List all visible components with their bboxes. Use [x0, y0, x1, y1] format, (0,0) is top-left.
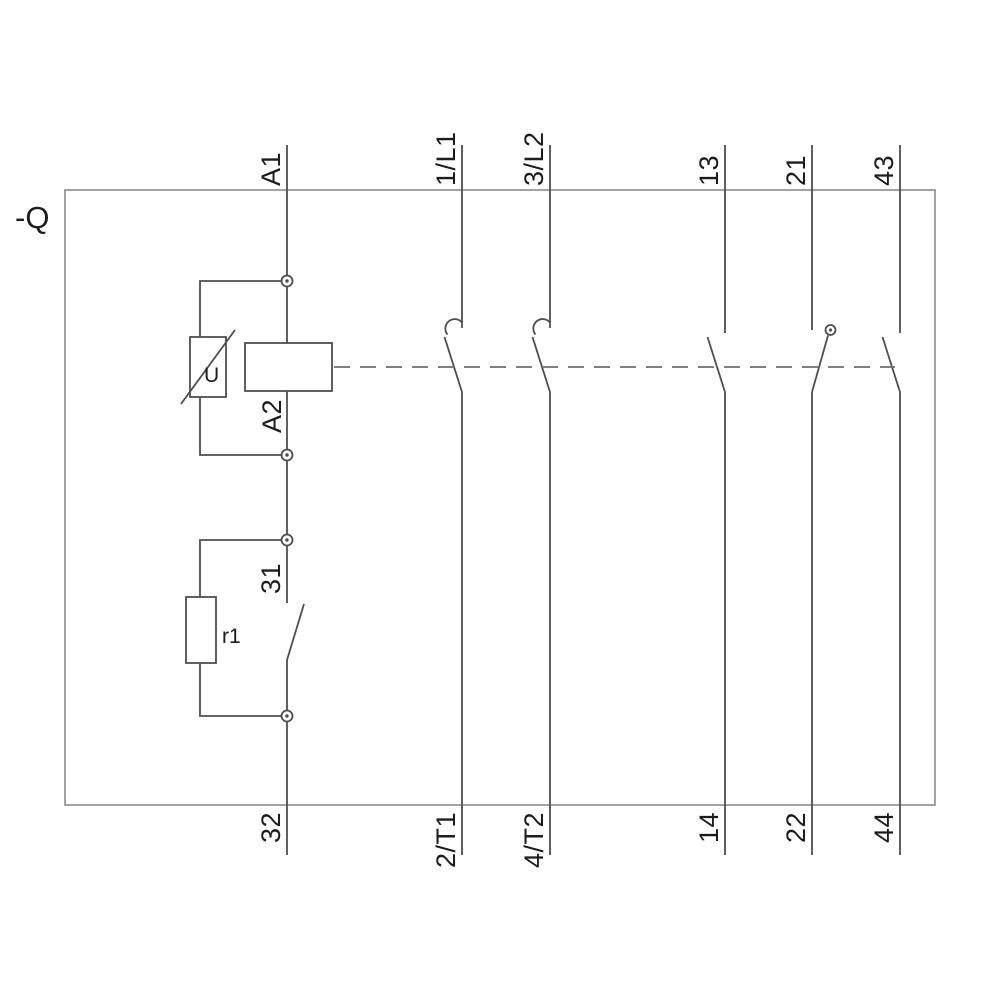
terminal-label-44: 44 — [869, 812, 899, 843]
nc-contact-fixed-dot-center — [828, 328, 833, 332]
terminal-label-13: 13 — [694, 155, 724, 186]
resistor-wire-bottom — [199, 663, 282, 717]
junction-dot-center — [285, 538, 289, 542]
main-contact-hook-icon — [444, 318, 463, 336]
device-outline — [64, 189, 936, 806]
varistor-diagonal — [180, 329, 236, 405]
terminal-label-4t2: 4/T2 — [519, 812, 549, 868]
terminal-label-32: 32 — [256, 812, 286, 843]
main-contact-hook-icon — [532, 318, 551, 336]
aux-terminal-label-31: 31 — [256, 563, 286, 594]
resistor-wire-top — [199, 539, 282, 597]
terminal-label-2t1: 2/T1 — [431, 812, 461, 868]
junction-dot-center — [285, 714, 289, 718]
resistor-symbol — [185, 596, 217, 664]
resistor-label-r1: r1 — [222, 625, 241, 648]
no-contact-13-arm — [706, 336, 726, 393]
terminal-label-22: 22 — [781, 812, 811, 843]
coil-symbol — [244, 342, 333, 392]
main-contact-1l1-arm — [443, 336, 463, 393]
junction-dot-center — [285, 453, 289, 457]
terminal-label-a1: A1 — [256, 152, 286, 186]
labels: -Q A1 1/L1 3/L2 13 21 43 32 2/T1 4/T2 14… — [15, 131, 899, 868]
main-contact-3l2-arm — [531, 336, 551, 393]
varistor-label-u: U — [204, 364, 219, 387]
suppressor-wire-bottom — [199, 397, 282, 456]
suppressor-wire-top — [199, 280, 282, 337]
coil-terminal-label-a2: A2 — [257, 399, 287, 433]
terminal-label-43: 43 — [869, 155, 899, 186]
wiring — [180, 145, 901, 855]
nc-contact-31-arm — [286, 603, 305, 661]
terminal-label-1l1: 1/L1 — [431, 131, 461, 186]
varistor-symbol — [189, 336, 227, 398]
terminal-label-3l2: 3/L2 — [519, 131, 549, 186]
no-contact-43-arm — [881, 336, 901, 393]
terminal-label-21: 21 — [781, 155, 811, 186]
nc-contact-21-arm — [811, 335, 829, 393]
junction-dot-center — [285, 279, 289, 283]
device-designation: -Q — [15, 200, 49, 235]
junction-dots — [280, 274, 294, 723]
terminal-label-14: 14 — [694, 812, 724, 843]
